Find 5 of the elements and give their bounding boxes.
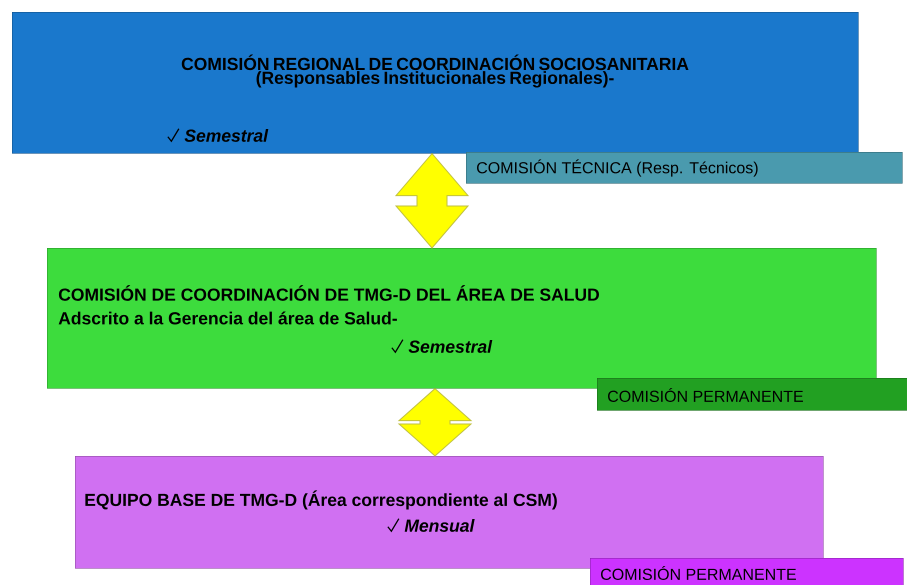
tab-box: COMISIÓN PERMANENTE (590, 558, 904, 585)
process-box: COMISIÓN REGIONAL DE COORDINACIÓN SOCIOSANITARIA (Responsables Institucionales Regionales)- Semestral (12, 12, 859, 154)
process-box: COMISIÓN DE COORDINACIÓN DE TMG-D DEL ÁREA DE SALUD Adscrito a la Gerencia del área de Salud- Semestral (47, 248, 877, 389)
tab-box: COMISIÓN PERMANENTE (597, 378, 907, 411)
tab-box: COMISIÓN TÉCNICA (Resp. Técnicos) (466, 152, 903, 184)
